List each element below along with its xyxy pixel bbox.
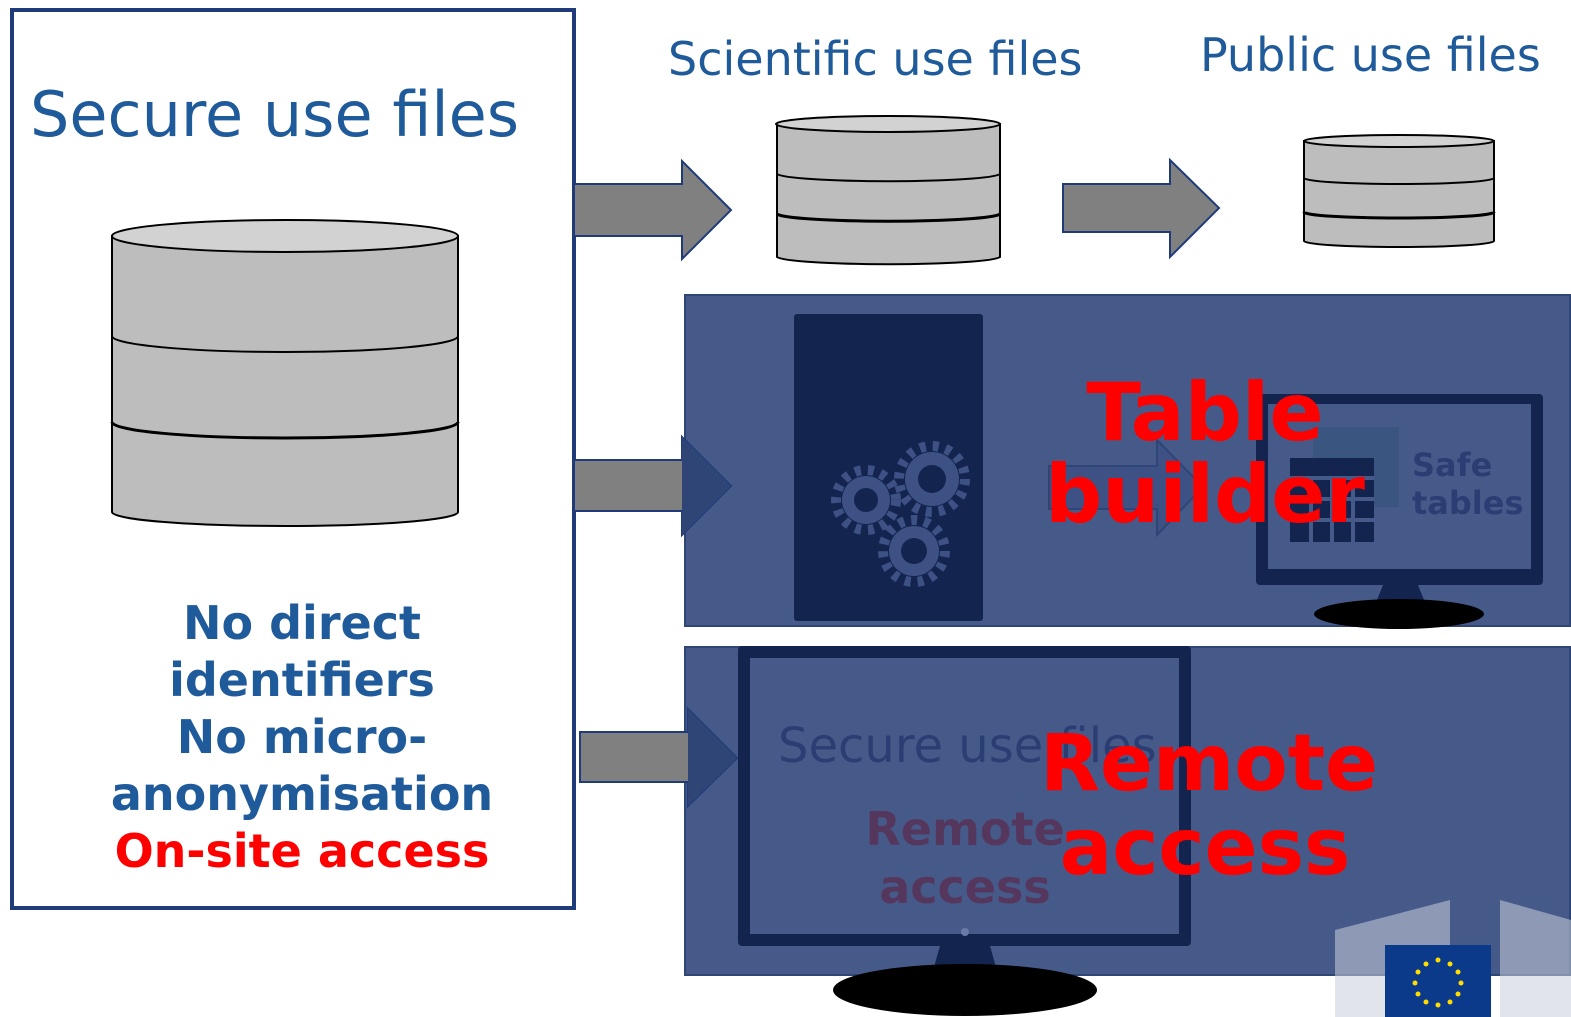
access-word: access: [1059, 803, 1351, 893]
safe-line: Safe: [1412, 446, 1493, 484]
eu-flag-icon: [1335, 900, 1571, 1017]
no-direct-identifiers-text: No direct identifiers No micro- anonymis…: [40, 595, 564, 880]
scientific-use-files-title: Scientific use files: [668, 32, 1083, 86]
builder-word: builder: [1044, 448, 1366, 541]
table-word: Table: [1086, 366, 1324, 459]
database-icon: [775, 115, 1001, 266]
secure-use-files-title: Secure use files: [30, 78, 520, 151]
line-identifiers: identifiers: [169, 653, 435, 707]
remote-small-line: Remote: [865, 802, 1065, 856]
public-use-files-title: Public use files: [1200, 28, 1541, 82]
secure-use-files-faded-title: Secure use files: [778, 718, 1157, 774]
remote-access-title: Remote access: [1040, 719, 1379, 893]
remote-access-small-text: Remote access: [858, 800, 1072, 916]
table-builder-title: Table builder: [1040, 372, 1370, 536]
access-small-line: access: [879, 860, 1051, 914]
arrow-right-icon: [573, 158, 733, 262]
arrow-right-icon: [1048, 437, 1205, 538]
tables-line: tables: [1412, 484, 1524, 522]
monitor-icon: [738, 646, 1191, 1016]
arrow-right-icon: [1062, 157, 1221, 260]
calendar-table-icon: [1290, 427, 1399, 542]
on-site-access-text: On-site access: [114, 824, 490, 878]
line-anonymisation: anonymisation: [110, 767, 494, 821]
line-no-direct: No direct: [183, 596, 421, 650]
safe-tables-text: Safe tables: [1412, 446, 1524, 522]
line-no-micro: No micro-: [176, 710, 428, 764]
database-icon: [1302, 134, 1496, 248]
remote-word: Remote: [1040, 719, 1379, 809]
